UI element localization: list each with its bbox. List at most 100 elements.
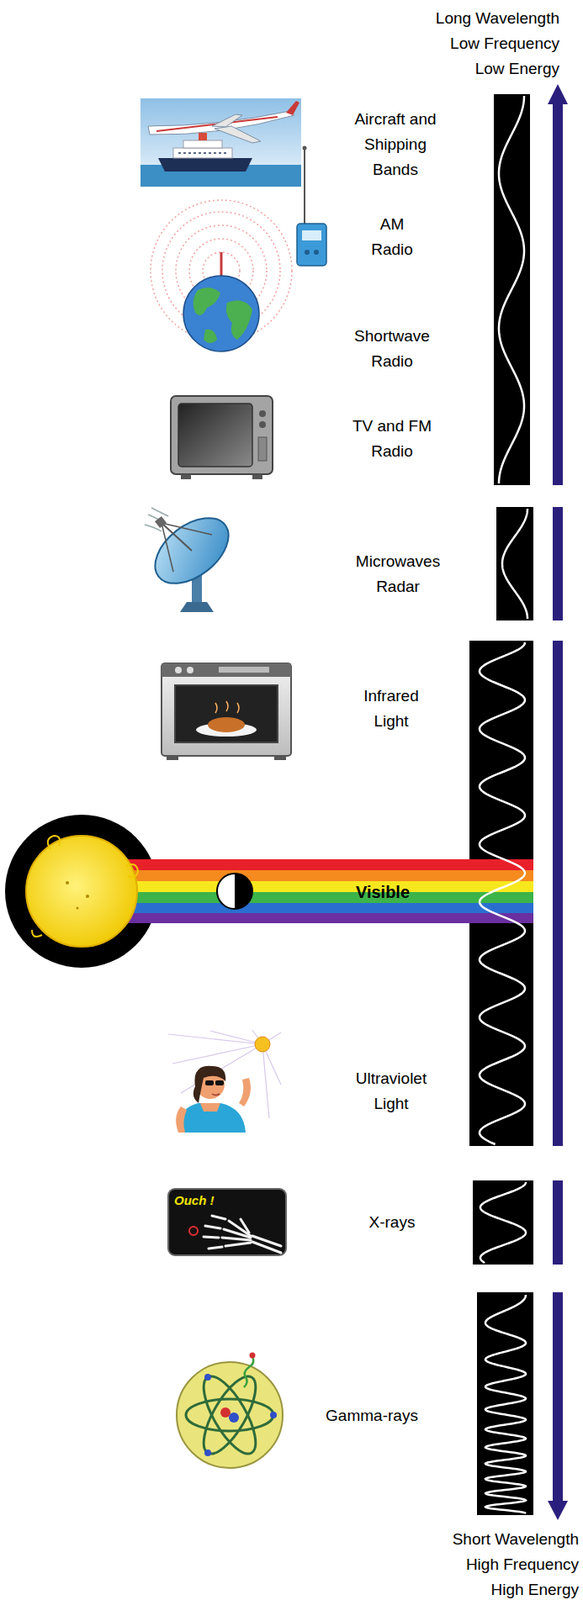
sun-icon-part — [126, 864, 138, 878]
television-icon — [170, 396, 273, 480]
walkie-talkie-icon — [296, 146, 327, 267]
visible-band-part — [92, 870, 534, 882]
television-icon-part — [258, 437, 267, 462]
satellite-dish-icon-part — [161, 523, 174, 573]
sun-icon-part — [31, 930, 43, 938]
top-end-note: Long Wavelength Low Frequency Low Energy — [418, 5, 560, 82]
sunbather-icon-part — [254, 1037, 271, 1053]
atom-icon-part — [204, 1374, 212, 1382]
band-label: AM Radio — [365, 212, 419, 263]
satellite-dish-icon-part — [143, 505, 241, 598]
band-label: TV and FM Radio — [352, 413, 432, 465]
oven-icon-part — [207, 717, 245, 733]
prism-icon — [217, 874, 253, 910]
band-label: X-rays — [354, 1210, 430, 1236]
oven-icon-part — [174, 667, 182, 674]
sunbather-icon-part-part — [210, 1031, 263, 1045]
television-icon-part — [178, 403, 253, 467]
sun-backdrop — [5, 815, 159, 969]
band-label: Gamma-rays — [319, 1404, 424, 1430]
xray-hand-icon — [168, 1189, 287, 1257]
atom-icon-part — [249, 1353, 256, 1360]
atom-icon-part — [228, 1413, 239, 1424]
wave-lines — [479, 95, 528, 1515]
xray-hand-icon-part-part — [240, 1219, 250, 1234]
visible-band-part — [92, 913, 534, 924]
walkie-talkie-icon-part — [302, 230, 322, 241]
direction-arrow-part — [552, 1293, 563, 1504]
oven-icon-part — [161, 663, 292, 678]
television-icon-part — [180, 474, 191, 480]
direction-arrow-part — [547, 1501, 568, 1522]
band-label: Ultraviolet Light — [347, 1066, 435, 1118]
direction-arrow — [547, 84, 568, 1522]
band-label: Microwaves Radar — [348, 549, 448, 600]
globe-icon-part — [203, 329, 218, 344]
sunbather-icon-part — [205, 1081, 214, 1087]
icon-caption: Ouch ! — [174, 1192, 222, 1210]
aircraft-ship-icon-part — [183, 140, 223, 149]
sunbather-icon-part — [193, 1066, 226, 1104]
prism-icon-part — [234, 874, 253, 910]
xray-hand-icon-part-part — [203, 1237, 219, 1239]
globe-icon-part — [226, 300, 253, 340]
atom-icon-part — [270, 1412, 277, 1420]
band-label: Shortwave Radio — [344, 323, 440, 375]
wave-panels-part — [472, 1181, 534, 1266]
atom-icon-part — [204, 1450, 212, 1458]
oven-icon-part — [215, 701, 239, 714]
oven-icon-part — [174, 685, 278, 743]
sunbather-icon — [168, 1030, 281, 1134]
television-icon-part — [170, 396, 273, 475]
globe-icon — [183, 252, 260, 352]
xray-hand-icon-part-part — [225, 1243, 251, 1247]
xray-hand-icon-part-part — [252, 1242, 281, 1254]
atom-icon-part-part — [185, 1399, 274, 1432]
sunbather-icon-part — [178, 1103, 246, 1134]
aircraft-ship-icon-part — [173, 148, 233, 159]
direction-arrow-part — [552, 1181, 563, 1266]
walkie-talkie-icon-part — [313, 249, 319, 255]
wave-panels-part — [493, 94, 530, 486]
television-icon-part — [259, 421, 266, 429]
walkie-talkie-icon-part — [296, 223, 327, 266]
xray-hand-icon-part — [203, 1216, 281, 1254]
xray-hand-icon-part-part — [212, 1216, 226, 1220]
aircraft-ship-icon-part — [212, 114, 243, 128]
satellite-dish-icon-part — [144, 508, 169, 532]
xray-hand-icon-part — [168, 1189, 287, 1257]
aircraft-ship-icon — [140, 98, 302, 187]
xray-hand-icon-part-part — [208, 1247, 223, 1250]
aircraft-ship-icon-part — [140, 98, 302, 187]
sunbather-icon-part — [215, 1081, 224, 1087]
sunbather-icon-part — [212, 1094, 220, 1097]
direction-arrow-part — [552, 641, 563, 1147]
walkie-talkie-icon-part — [302, 146, 308, 151]
satellite-dish-icon-part — [180, 602, 214, 613]
sunbather-icon-part-part — [168, 1034, 263, 1045]
band-label: Aircraft and Shipping Bands — [346, 106, 445, 183]
direction-arrow-part — [552, 102, 563, 486]
sunbather-icon-part-part — [262, 1044, 270, 1119]
sun-icon-part — [65, 881, 69, 886]
oven-icon — [161, 663, 292, 761]
direction-arrow-part — [552, 507, 563, 621]
wave-panels-part — [496, 507, 534, 621]
sun-icon-part — [76, 907, 80, 911]
atom-icon-part — [243, 1357, 254, 1389]
oven-icon-part — [186, 667, 194, 674]
wave-line — [479, 642, 525, 1145]
walkie-talkie-icon-part — [304, 249, 310, 255]
atom-icon — [176, 1353, 283, 1470]
sunbather-icon-part — [200, 1103, 221, 1113]
atom-icon-part-part — [194, 1369, 266, 1462]
oven-icon-part — [161, 663, 292, 757]
bottom-end-note: Short Wavelength High Frequency High Ene… — [432, 1527, 579, 1600]
satellite-dish-icon-part — [161, 523, 212, 536]
sun-icon-part — [26, 836, 138, 948]
satellite-dish-icon-part — [154, 516, 167, 529]
sun-icon-part — [85, 895, 90, 899]
atom-icon-part — [220, 1408, 231, 1419]
prism-icon-part — [217, 874, 253, 910]
